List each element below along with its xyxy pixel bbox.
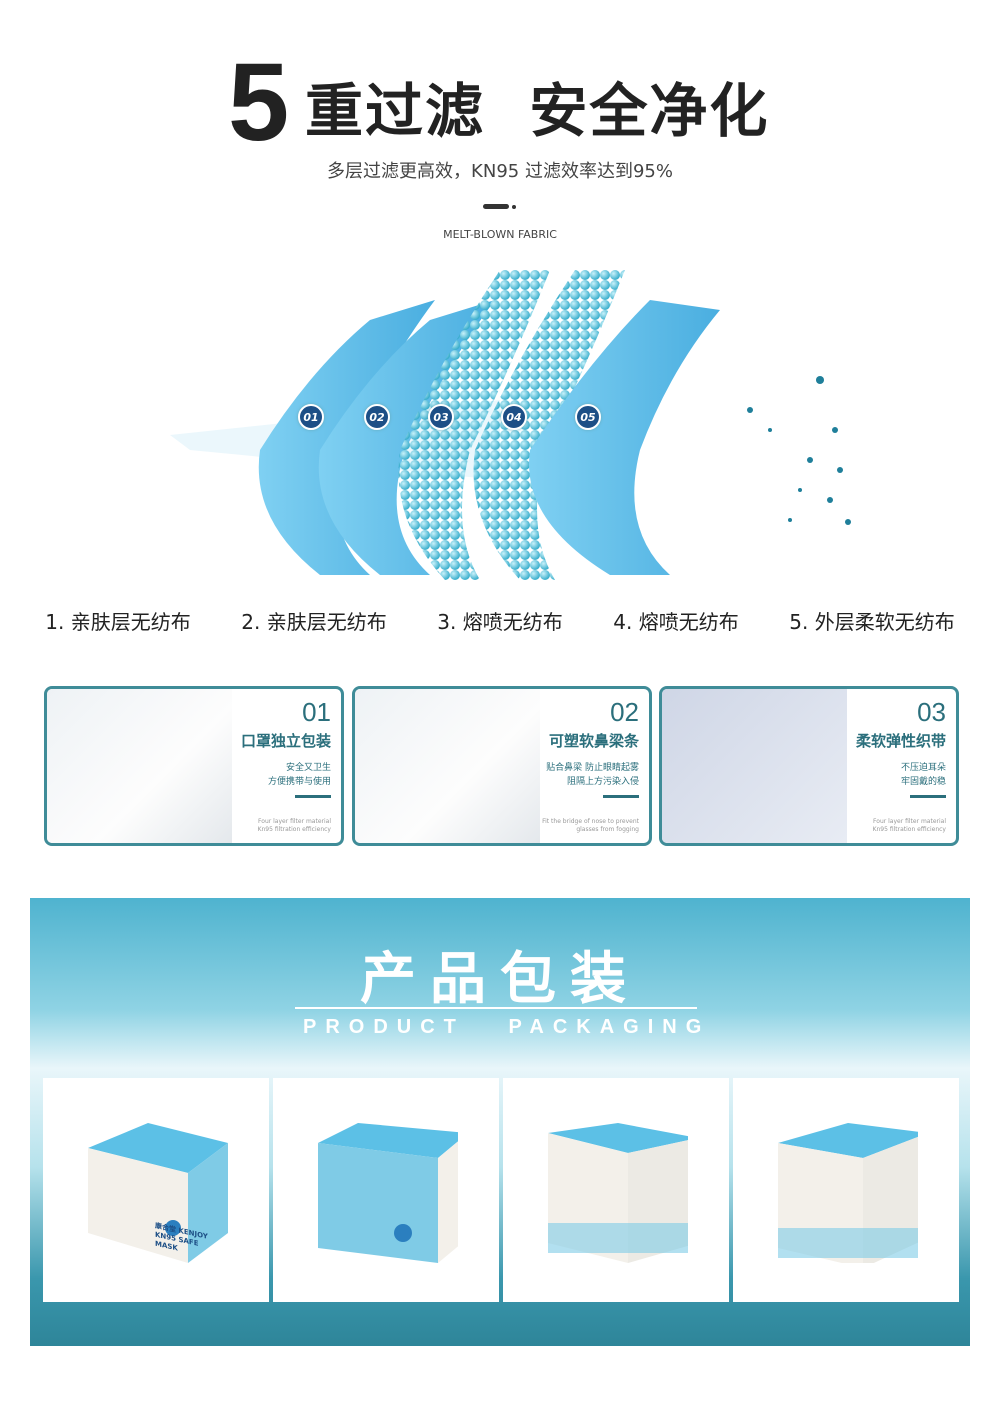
feature-desc: 安全又卫生 (285, 763, 331, 773)
feature-card: 03 柔软弹性织带 不压迫耳朵牢固戴的稳 Four layer filter m… (659, 686, 959, 846)
layer-label: 3. 熔喷无纺布 (437, 610, 563, 634)
subtitle: 多层过滤更高效，KN95 过滤效率达到95% (327, 161, 673, 182)
accent-bar (603, 795, 639, 798)
divider-dot (512, 205, 516, 209)
feature-card: 02 可塑软鼻梁条 贴合鼻梁 防止眼睛起雾阻隔上方污染入侵 Fit the br… (352, 686, 652, 846)
feature-number: 03 (917, 697, 946, 727)
layer-label: 5. 外层柔软无纺布 (789, 610, 955, 634)
product-box-photo (503, 1078, 729, 1302)
filter-layers-illustration: 01 02 03 04 05 (170, 250, 870, 590)
layer-badge: 04 (501, 404, 527, 430)
ear-loop-photo (662, 689, 847, 843)
feature-desc: 不压迫耳朵 (900, 763, 946, 773)
big-number: 5 (228, 41, 290, 164)
layer-badge: 03 (428, 404, 454, 430)
section-label: MELT-BLOWN FABRIC (443, 228, 557, 241)
feature-en: Fit the bridge of nose to prevent (542, 818, 639, 825)
feature-desc: 阻隔上方污染入侵 (566, 777, 639, 787)
feature-title: 可塑软鼻梁条 (548, 732, 639, 750)
feature-en: Four layer filter material (258, 818, 331, 825)
divider (483, 204, 509, 209)
feature-desc: 方便携带与使用 (267, 777, 331, 787)
feature-number: 01 (302, 697, 331, 727)
feature-en: glasses from fogging (576, 826, 639, 833)
product-box-photo: 康合堂 KENJOY KN95 SAFE MASK (43, 1078, 269, 1302)
layer-5 (529, 300, 720, 575)
packaging-title: 产品包装 (360, 947, 640, 1012)
layer-label: 1. 亲肤层无纺布 (45, 610, 191, 634)
divider (295, 1007, 697, 1009)
feature-desc: 牢固戴的稳 (900, 777, 946, 787)
accent-bar (910, 795, 946, 798)
product-box-photo (273, 1078, 499, 1302)
layer-labels: 1. 亲肤层无纺布 2. 亲肤层无纺布 3. 熔喷无纺布 4. 熔喷无纺布 5.… (20, 606, 980, 635)
packaging-subtitle: PRODUCT PACKAGING (303, 1016, 711, 1038)
feature-title: 口罩独立包装 (240, 732, 331, 750)
feature-number: 02 (610, 697, 639, 727)
feature-en: Four layer filter material (873, 818, 946, 825)
feature-desc: 贴合鼻梁 防止眼睛起雾 (546, 763, 639, 773)
feature-en: Kn95 filtration efficiency (257, 826, 331, 833)
layer-label: 4. 熔喷无纺布 (613, 610, 739, 634)
layer-badge: 01 (298, 404, 324, 430)
layer-label: 2. 亲肤层无纺布 (241, 610, 387, 634)
layer-3 (398, 270, 550, 580)
product-box-photo (733, 1078, 959, 1302)
accent-bar (295, 795, 331, 798)
nose-bridge-photo (355, 689, 540, 843)
feature-title: 柔软弹性织带 (855, 732, 946, 750)
layer-badge: 05 (575, 404, 601, 430)
layer-badge: 02 (364, 404, 390, 430)
mask-package-photo (47, 689, 232, 843)
feature-card: 01 口罩独立包装 安全又卫生方便携带与使用 Four layer filter… (44, 686, 344, 846)
headline: 重过滤 安全净化 (305, 77, 770, 145)
feature-en: Kn95 filtration efficiency (872, 826, 946, 833)
